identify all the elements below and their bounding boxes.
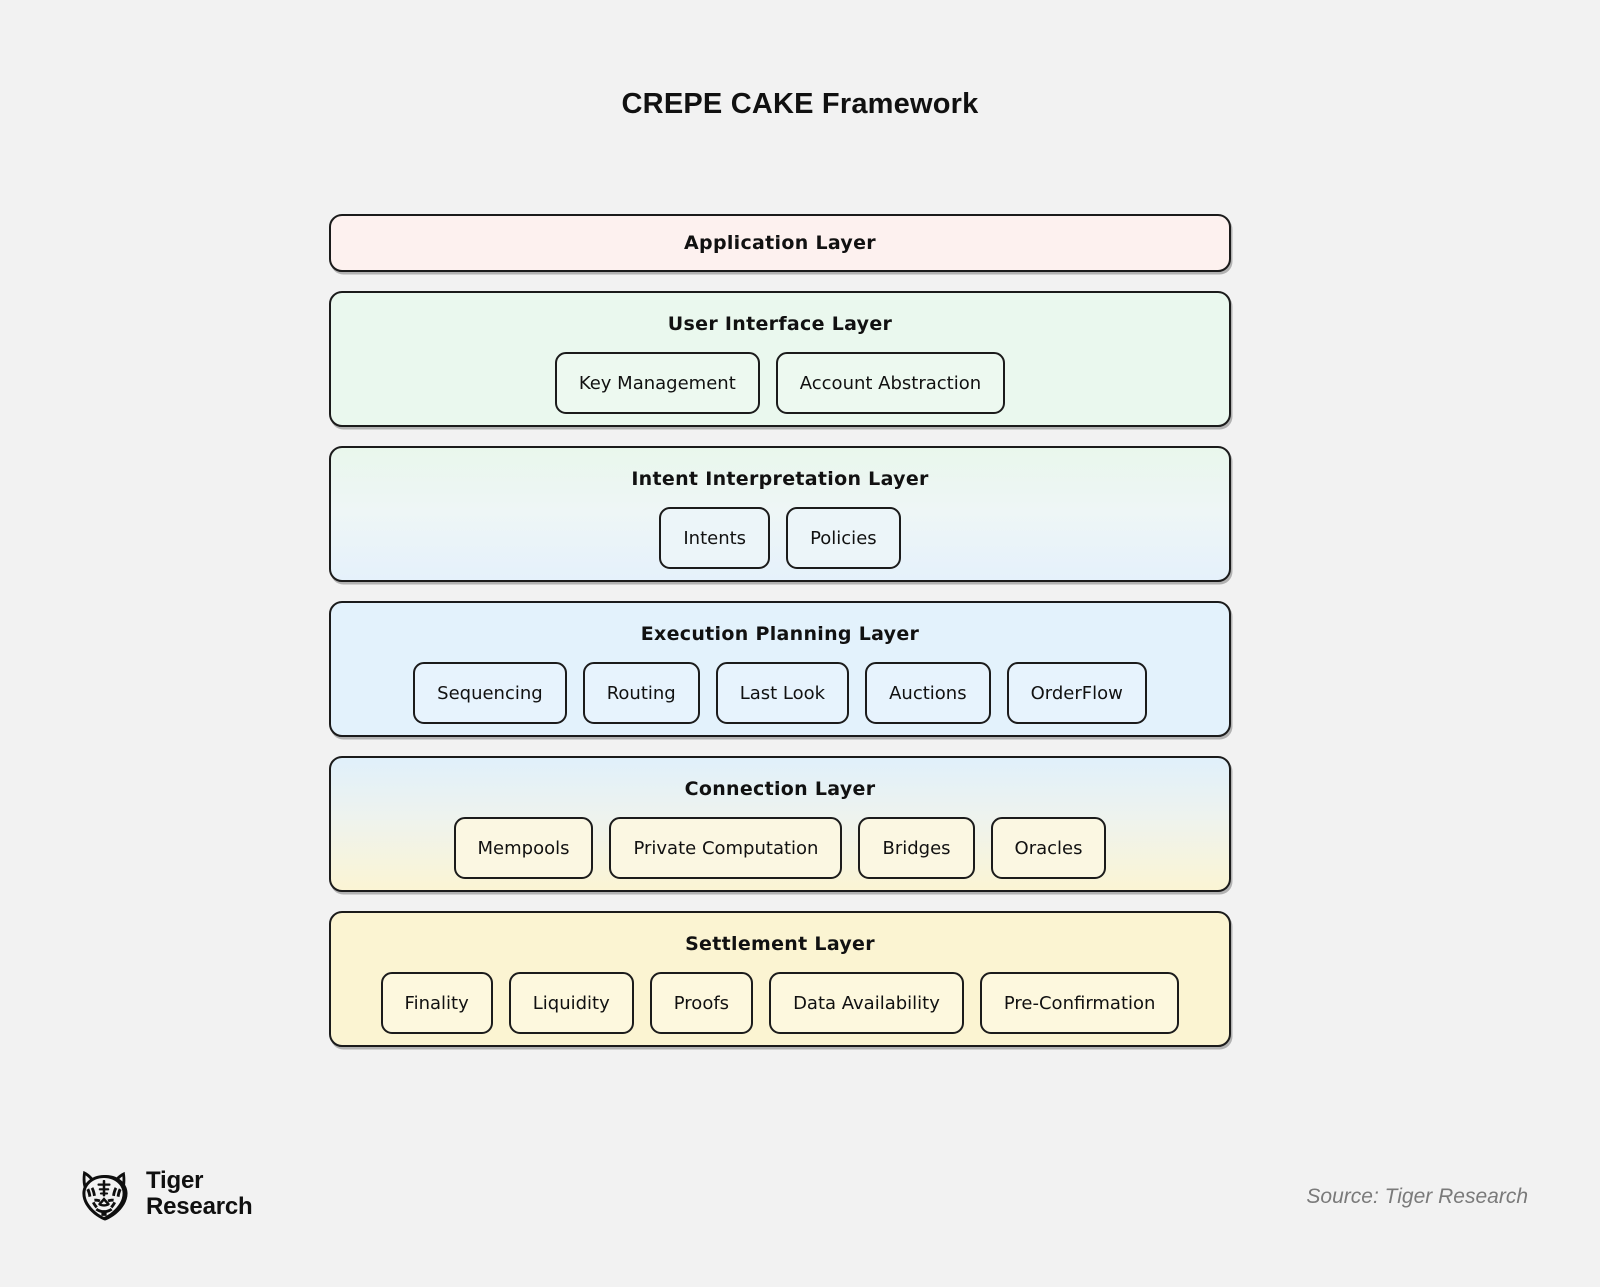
- component-chip[interactable]: Key Management: [554, 352, 760, 414]
- source-attribution: Source: Tiger Research: [1306, 1185, 1528, 1208]
- component-chip[interactable]: Intents: [659, 507, 771, 569]
- layer-settlement: Settlement Layer Finality Liquidity Proo…: [329, 911, 1231, 1047]
- component-chip[interactable]: Finality: [380, 972, 493, 1034]
- brand-logo: Tiger Research: [73, 1163, 253, 1225]
- component-row: Intents Policies: [331, 507, 1229, 569]
- component-chip[interactable]: Data Availability: [769, 972, 964, 1034]
- component-chip[interactable]: Liquidity: [508, 972, 634, 1034]
- layer-user-interface: User Interface Layer Key Management Acco…: [329, 291, 1231, 427]
- brand-wordmark: Tiger Research: [146, 1167, 253, 1220]
- component-chip[interactable]: Proofs: [649, 972, 754, 1034]
- layer-application: Application Layer: [329, 214, 1231, 272]
- component-chip[interactable]: Account Abstraction: [775, 352, 1006, 414]
- component-chip[interactable]: Oracles: [990, 817, 1107, 879]
- component-chip[interactable]: Pre-Confirmation: [979, 972, 1180, 1034]
- layer-title: Application Layer: [684, 232, 876, 254]
- brand-line-1: Tiger: [146, 1167, 204, 1195]
- component-chip[interactable]: Auctions: [865, 662, 991, 724]
- layer-title: Intent Interpretation Layer: [631, 468, 929, 490]
- component-chip[interactable]: Sequencing: [413, 662, 567, 724]
- layer-intent-interpretation: Intent Interpretation Layer Intents Poli…: [329, 446, 1231, 582]
- layer-title: Connection Layer: [684, 778, 876, 800]
- component-row: Key Management Account Abstraction: [331, 352, 1229, 414]
- layer-title: Settlement Layer: [685, 933, 875, 955]
- tiger-head-icon: [73, 1163, 135, 1225]
- layer-execution-planning: Execution Planning Layer Sequencing Rout…: [329, 601, 1231, 737]
- component-chip[interactable]: Last Look: [715, 662, 850, 724]
- layer-connection: Connection Layer Mempools Private Comput…: [329, 756, 1231, 892]
- brand-line-2: Research: [146, 1193, 253, 1220]
- page-title: CREPE CAKE Framework: [621, 88, 979, 120]
- component-row: Sequencing Routing Last Look Auctions Or…: [331, 662, 1229, 724]
- component-row: Finality Liquidity Proofs Data Availabil…: [331, 972, 1229, 1034]
- component-chip[interactable]: Policies: [786, 507, 901, 569]
- layer-title: Execution Planning Layer: [640, 623, 920, 645]
- component-chip[interactable]: Private Computation: [609, 817, 843, 879]
- component-chip[interactable]: Bridges: [858, 817, 975, 879]
- component-chip[interactable]: Routing: [582, 662, 700, 724]
- layer-title: User Interface Layer: [667, 313, 893, 335]
- component-chip[interactable]: OrderFlow: [1006, 662, 1147, 724]
- component-chip[interactable]: Mempools: [453, 817, 594, 879]
- component-row: Mempools Private Computation Bridges Ora…: [331, 817, 1229, 879]
- layer-stack: Application Layer User Interface Layer K…: [329, 214, 1231, 1066]
